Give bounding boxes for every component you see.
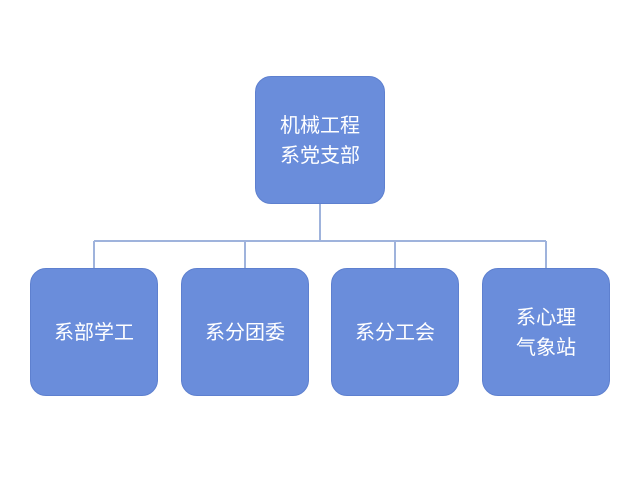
child-node-1-label: 系部学工 bbox=[54, 320, 134, 344]
child-node-youth-league: 系分团委 bbox=[181, 268, 309, 396]
child-node-student-affairs: 系部学工 bbox=[30, 268, 158, 396]
child-node-trade-union: 系分工会 bbox=[331, 268, 459, 396]
child-node-4-label: 系心理 气象站 bbox=[516, 305, 576, 359]
child-node-2-label: 系分团委 bbox=[205, 320, 285, 344]
root-node-label: 机械工程 系党支部 bbox=[280, 113, 360, 167]
child-node-3-label: 系分工会 bbox=[355, 320, 435, 344]
root-node-party-branch: 机械工程 系党支部 bbox=[255, 76, 385, 204]
child-node-psychology-station: 系心理 气象站 bbox=[482, 268, 610, 396]
